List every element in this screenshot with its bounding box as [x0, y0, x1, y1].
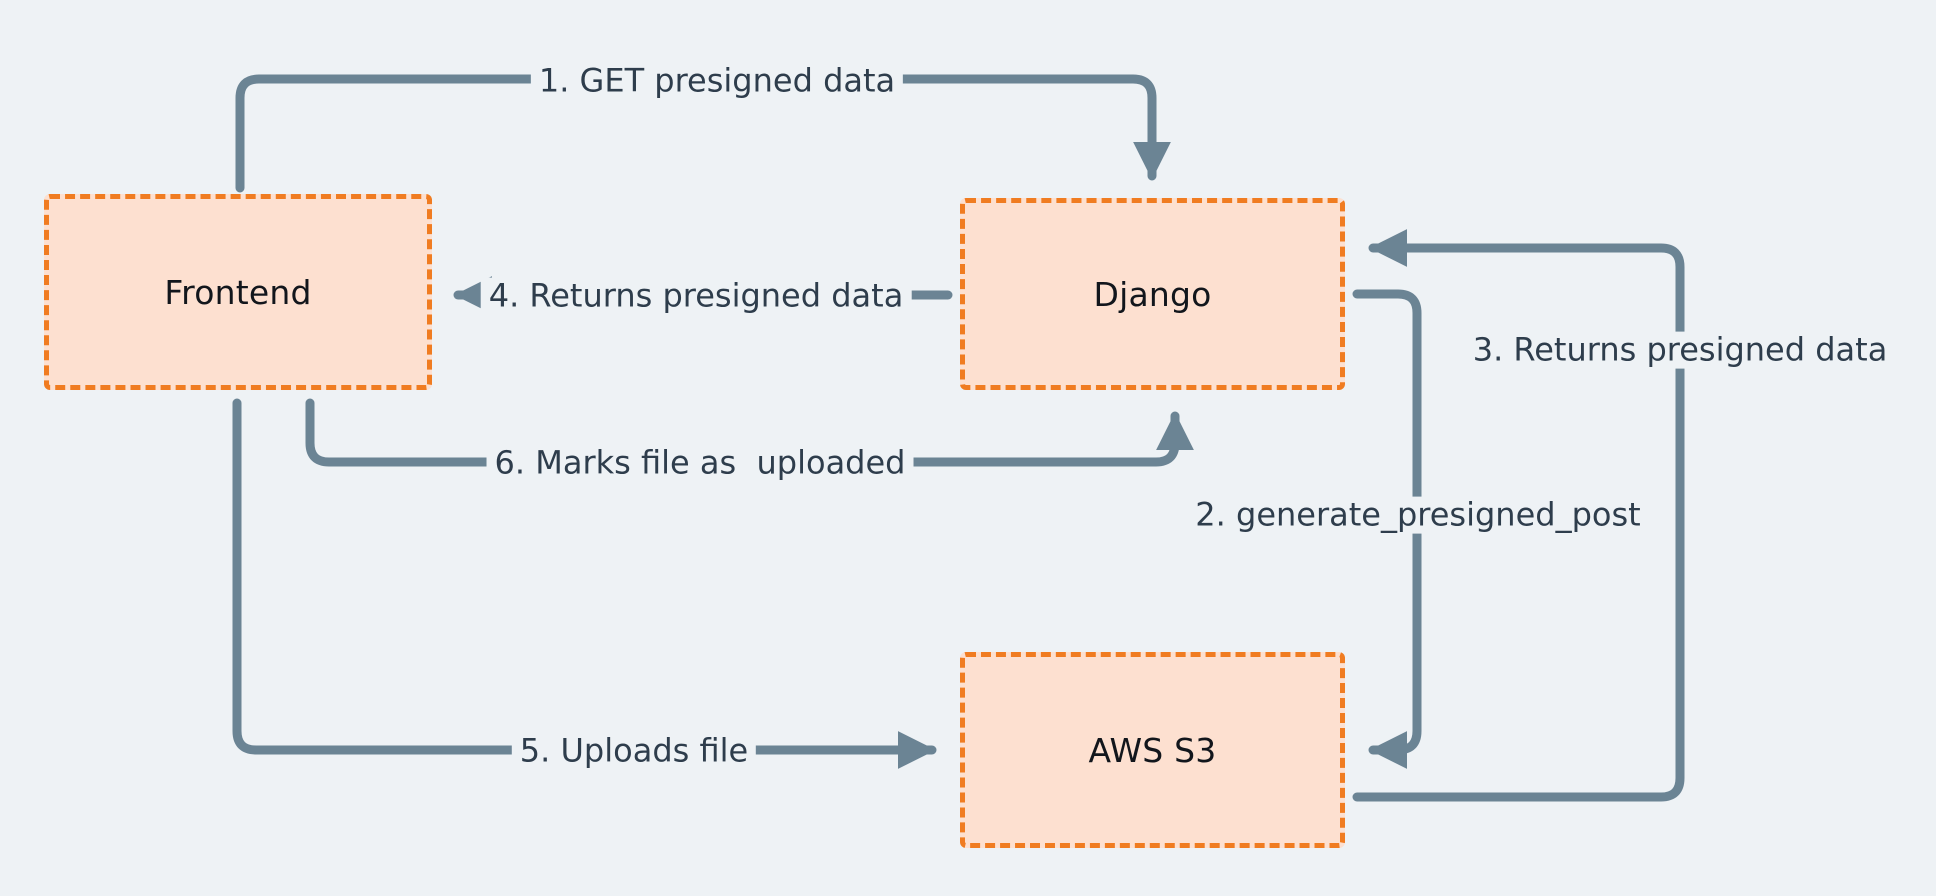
node-label-frontend: Frontend: [164, 272, 312, 312]
edge-label-2: 2. generate_presigned_post: [1187, 496, 1649, 534]
node-django[interactable]: Django: [960, 198, 1345, 390]
edge-label-4: 4. Returns presigned data: [480, 277, 912, 315]
edge-label-1: 1. GET presigned data: [530, 62, 904, 100]
node-label-django: Django: [1093, 274, 1212, 314]
edge-path-3: [1352, 229, 1685, 802]
edge-path-5: [232, 398, 937, 769]
node-frontend[interactable]: Frontend: [44, 194, 432, 390]
node-label-aws-s3: AWS S3: [1088, 730, 1217, 770]
edge-label-5: 5. Uploads file: [511, 732, 757, 770]
edge-label-6: 6. Marks file as uploaded: [486, 444, 914, 482]
edge-label-3: 3. Returns presigned data: [1464, 331, 1896, 369]
node-aws-s3[interactable]: AWS S3: [960, 652, 1345, 848]
